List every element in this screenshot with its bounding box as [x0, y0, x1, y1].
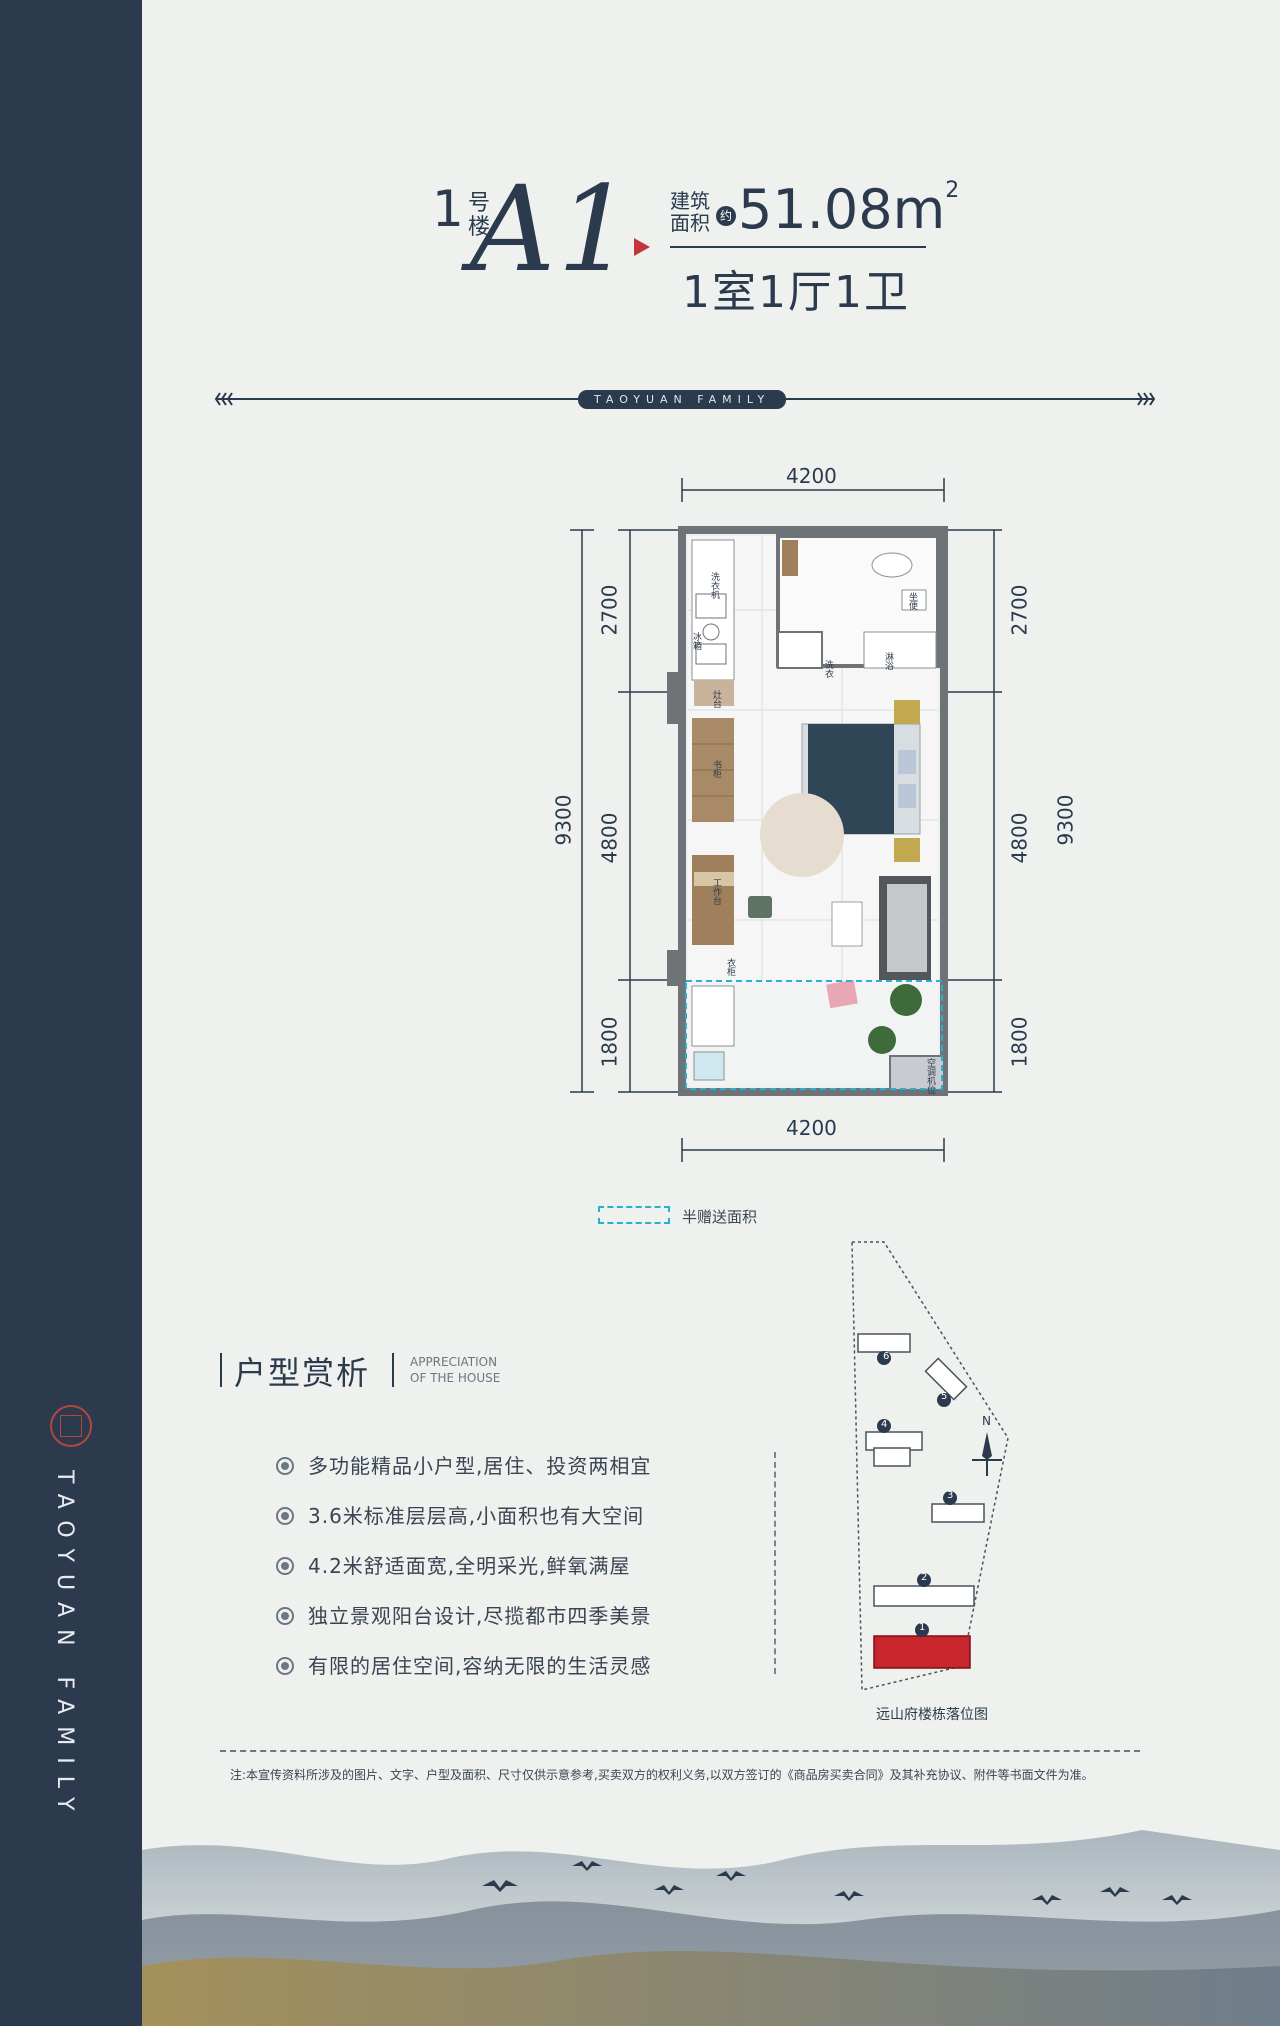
- dim-bottom: 4200: [786, 1116, 837, 1140]
- circle-bullet-icon: [276, 1507, 294, 1525]
- feature-item-4: 独立景观阳台设计,尽揽都市四季美景: [276, 1600, 651, 1629]
- seal-logo-icon: [50, 1405, 92, 1447]
- dim-left-seg-3: 1800: [597, 1016, 622, 1068]
- feature-item-1: 多功能精品小户型,居住、投资两相宜: [276, 1450, 651, 1479]
- circle-bullet-icon: [276, 1457, 294, 1475]
- room-label-shower: 淋浴: [883, 652, 893, 670]
- site-building-1: 1: [919, 1622, 926, 1633]
- room-label-toilet: 坐便: [907, 592, 917, 610]
- section-title-en-2: OF THE HOUSE: [410, 1371, 501, 1385]
- area-unit: m: [892, 178, 946, 241]
- dim-left-seg-2: 4800: [597, 812, 622, 864]
- arrow-icon: [634, 238, 650, 256]
- circle-bullet-icon: [276, 1557, 294, 1575]
- floor-plan: [570, 478, 1002, 1162]
- feature-item-5: 有限的居住空间,容纳无限的生活灵感: [276, 1650, 651, 1679]
- site-building-4: 4: [881, 1419, 888, 1430]
- layout-text: 1室1厅1卫: [682, 267, 910, 318]
- site-plan-caption: 远山府楼栋落位图: [876, 1707, 988, 1723]
- divider-badge: TAOYUAN FAMILY: [578, 390, 787, 409]
- note-rule: [220, 1750, 1140, 1752]
- site-building-5: 5: [941, 1391, 948, 1402]
- dim-left-seg-1: 2700: [597, 584, 622, 636]
- room-label-fridge: 冰箱: [691, 632, 701, 650]
- half-gift-legend-text: 半赠送面积: [682, 1208, 758, 1226]
- feature-item-3: 4.2米舒适面宽,全明采光,鲜氧满屋: [276, 1550, 631, 1579]
- room-label-laundry: 洗衣: [823, 660, 833, 678]
- feature-text-5: 有限的居住空间,容纳无限的生活灵感: [308, 1654, 652, 1678]
- divider-left-ornament-icon: [214, 392, 238, 406]
- room-label-wardrobe: 衣柜: [725, 958, 735, 976]
- title-rule: [670, 246, 926, 248]
- section-title-en: APPRECIATION OF THE HOUSE: [410, 1354, 500, 1386]
- feature-text-3: 4.2米舒适面宽,全明采光,鲜氧满屋: [308, 1554, 631, 1578]
- section-bar-left: [220, 1353, 222, 1387]
- dim-top: 4200: [786, 464, 837, 488]
- dim-right-total: 9300: [1053, 794, 1078, 846]
- area-number: 51.08: [738, 178, 893, 241]
- building-number: 1: [432, 180, 464, 238]
- sidebar: TAOYUAN FAMILY: [0, 0, 142, 2026]
- room-label-desk: 工作台: [711, 878, 721, 905]
- dim-right-seg-3: 1800: [1007, 1016, 1032, 1068]
- building-label: 号楼: [468, 191, 491, 240]
- room-label-washer: 洗衣机: [709, 572, 719, 599]
- feature-text-2: 3.6米标准层层高,小面积也有大空间: [308, 1504, 645, 1528]
- disclaimer-note: 注:本宣传资料所涉及的图片、文字、户型及面积、尺寸仅供示意参考,买卖双方的权利义…: [230, 1768, 1094, 1782]
- half-gift-legend-box: [598, 1206, 670, 1224]
- room-label-ac: 空调机位: [925, 1058, 935, 1094]
- area-unit-sup: 2: [945, 178, 960, 203]
- feature-text-1: 多功能精品小户型,居住、投资两相宜: [308, 1454, 652, 1478]
- section-title-en-1: APPRECIATION: [410, 1355, 498, 1369]
- area-label: 建筑面积: [670, 189, 710, 235]
- dim-left-total: 9300: [551, 794, 576, 846]
- feature-item-2: 3.6米标准层层高,小面积也有大空间: [276, 1500, 644, 1529]
- site-building-3: 3: [947, 1490, 954, 1501]
- main-content: 1 号楼 A1 建筑面积 约 51.08m2 1室1厅1卫 TAOYUAN FA…: [142, 0, 1280, 2026]
- area-value: 51.08m2: [738, 178, 959, 241]
- circle-bullet-icon: [276, 1657, 294, 1675]
- room-label-bookcase: 书柜: [711, 760, 721, 778]
- dim-right-seg-1: 2700: [1007, 584, 1032, 636]
- divider-right-ornament-icon: [1132, 392, 1156, 406]
- circle-bullet-icon: [276, 1607, 294, 1625]
- section-title: 户型赏析: [234, 1354, 371, 1392]
- approx-badge: 约: [716, 206, 736, 226]
- mountain-landscape: [142, 1830, 1280, 2026]
- dim-right-seg-2: 4800: [1007, 812, 1032, 864]
- feature-text-4: 独立景观阳台设计,尽揽都市四季美景: [308, 1604, 652, 1628]
- section-bar-right: [392, 1353, 394, 1387]
- site-building-6: 6: [883, 1351, 890, 1362]
- north-label: N: [982, 1414, 991, 1428]
- features-divider: [774, 1452, 776, 1674]
- sidebar-vertical-text: TAOYUAN FAMILY: [52, 1470, 77, 1823]
- room-label-stove: 灶台: [711, 690, 721, 708]
- site-building-2: 2: [921, 1572, 928, 1583]
- site-plan: [851, 1241, 1009, 1691]
- unit-type: A1: [470, 160, 635, 298]
